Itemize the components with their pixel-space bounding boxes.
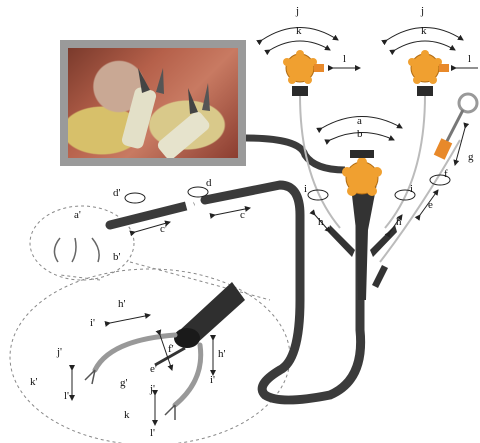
label-h-prime-top: h' [118, 298, 126, 310]
label-e-prime: e' [150, 363, 157, 375]
label-e: e [428, 199, 433, 211]
label-f: f [444, 168, 448, 180]
label-b: b [357, 128, 363, 140]
label-l-left: l [343, 53, 346, 65]
label-a-prime: a' [74, 209, 81, 221]
label-h-prime-right: h' [218, 348, 226, 360]
label-g-prime: g' [120, 377, 128, 389]
label-h-right: h [396, 216, 402, 228]
label-a: a [357, 115, 362, 127]
left-instrument-knob [283, 50, 324, 96]
label-i-right: i [410, 183, 413, 195]
label-d: d [206, 177, 212, 189]
label-l-right: l [468, 53, 471, 65]
label-f-prime: f' [168, 343, 174, 355]
label-l-prime-left: l' [64, 390, 69, 402]
label-j-prime-left: j' [56, 346, 62, 358]
center-control-knob [342, 150, 382, 196]
label-j-right: j [420, 5, 424, 17]
label-c: c [240, 209, 245, 221]
right-instrument-knob [408, 50, 449, 96]
label-h-left: h [318, 216, 324, 228]
label-k-prime-left: k' [30, 376, 38, 388]
label-b-prime: b' [113, 251, 121, 263]
label-k-prime-bottom: k [124, 409, 130, 421]
label-k-right: k [421, 25, 427, 37]
label-d-prime: d' [113, 187, 121, 199]
label-i-prime-top: i' [90, 317, 95, 329]
label-j-left: j [295, 5, 299, 17]
tip-detail-ellipse-small [30, 206, 134, 280]
label-i-left: i [304, 183, 307, 195]
label-l-prime-bottom: l' [150, 427, 155, 439]
label-g: g [468, 151, 474, 163]
tip-detail-ellipse-large [10, 269, 290, 443]
label-j-prime-bottom: j' [149, 383, 155, 395]
camera-cable [246, 138, 345, 170]
distal-tube-segment [110, 205, 190, 225]
label-c-prime: c' [160, 223, 167, 235]
label-k-left: k [296, 25, 302, 37]
label-i-prime-right: i' [210, 374, 215, 386]
